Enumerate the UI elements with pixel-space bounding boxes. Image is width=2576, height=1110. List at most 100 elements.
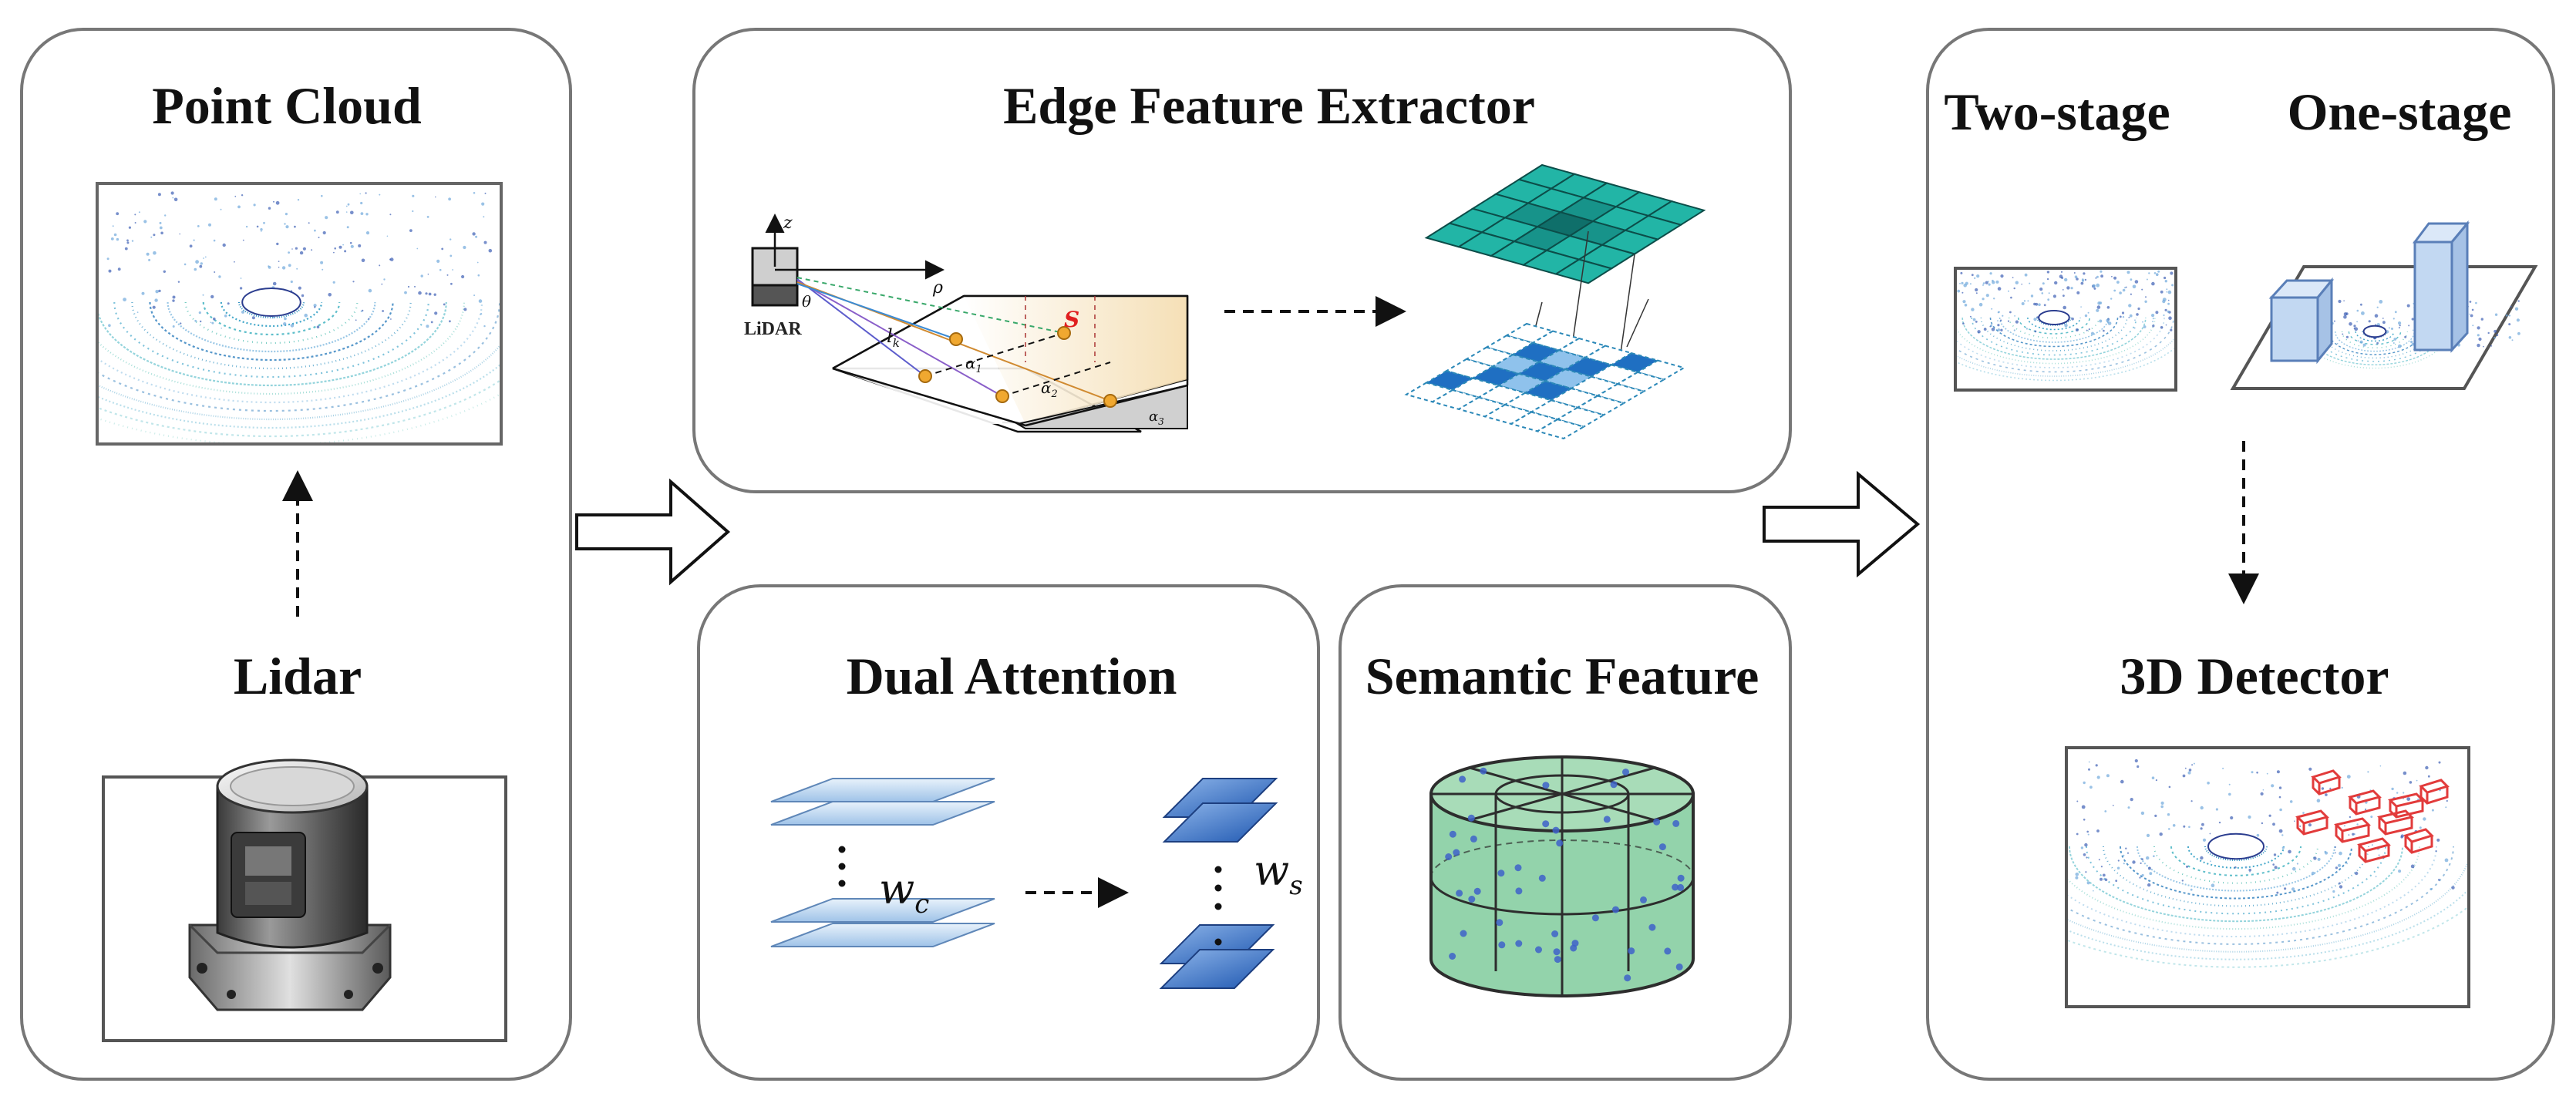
- cloud-point: [220, 208, 222, 210]
- cloud-point: [2090, 331, 2095, 335]
- cloud-point: [476, 261, 479, 264]
- cloud-point: [2104, 878, 2108, 882]
- cloud-point: [172, 299, 175, 302]
- cloud-point: [2096, 308, 2100, 312]
- cloud-point: [2099, 319, 2103, 323]
- semantic-point: [1460, 930, 1467, 937]
- cloud-point: [272, 316, 274, 319]
- cloud-point: [390, 318, 392, 320]
- cloud-point: [237, 205, 241, 209]
- cloud-point: [2064, 278, 2068, 282]
- cloud-scan-ring: [113, 301, 429, 378]
- cloud-point: [2201, 822, 2204, 826]
- cloud-point: [110, 237, 114, 240]
- cloud-point: [2048, 292, 2050, 294]
- cloud-point: [2167, 290, 2172, 294]
- cloud-point: [2151, 776, 2155, 779]
- semantic-point: [1677, 883, 1685, 891]
- cloud-point: [2141, 858, 2143, 860]
- cloud-point: [2071, 317, 2074, 321]
- cloud-point: [2186, 865, 2188, 868]
- theta-label: θ: [802, 292, 811, 311]
- cloud-point: [2376, 341, 2379, 345]
- cloud-point: [208, 223, 211, 227]
- cloud-point: [2183, 825, 2186, 828]
- semantic-point: [1470, 835, 1477, 843]
- cloud-point: [2095, 764, 2098, 767]
- cloud-point: [296, 267, 298, 270]
- cloud-point: [1961, 291, 1964, 294]
- cloud-point: [2393, 338, 2397, 341]
- cloud-point: [1989, 272, 1992, 275]
- semantic-point: [1515, 940, 1523, 947]
- cloud-point: [195, 260, 199, 264]
- cloud-point: [278, 261, 280, 262]
- edge-feature-title: Edge Feature Extractor: [1003, 76, 1535, 135]
- cloud-point: [2386, 338, 2389, 339]
- cloud-point: [2012, 277, 2014, 278]
- cloud-point: [2075, 876, 2079, 880]
- semantic-point: [1498, 941, 1506, 949]
- cloud-point: [204, 256, 207, 258]
- cloud-point: [2160, 290, 2164, 294]
- cloud-point: [2047, 298, 2050, 301]
- semantic-point: [1456, 890, 1463, 897]
- cloud-point: [276, 242, 279, 246]
- cloud-point: [2083, 272, 2086, 275]
- cloud-point: [316, 325, 320, 329]
- flow-arrow-left: [575, 478, 731, 586]
- cloud-point: [172, 197, 174, 199]
- semantic-point: [1551, 930, 1559, 937]
- cloud-point: [134, 214, 136, 216]
- cloud-point: [2092, 284, 2096, 288]
- cloud-point: [256, 225, 259, 228]
- cloud-point: [221, 328, 223, 329]
- cloud-point: [172, 295, 176, 299]
- cloud-point: [2404, 335, 2407, 338]
- cloud-point: [2062, 289, 2064, 291]
- cloud-point: [333, 251, 335, 254]
- alpha-3-label: α3: [1149, 409, 1164, 427]
- cloud-point: [2335, 846, 2336, 848]
- semantic-point: [1677, 874, 1685, 882]
- cloud-point: [2073, 272, 2076, 274]
- semantic-point: [1672, 883, 1679, 891]
- cloud-scan-ring: [1999, 317, 2110, 343]
- cloud-point: [355, 319, 357, 321]
- cloud-point: [360, 201, 363, 205]
- cloud-point: [2147, 883, 2151, 887]
- cloud-point: [2228, 783, 2231, 785]
- cloud-point: [446, 274, 449, 276]
- detection-box: [2348, 789, 2382, 816]
- semantic-point: [1449, 830, 1456, 838]
- cloud-point: [251, 316, 255, 320]
- cloud-point: [200, 262, 203, 265]
- cloud-point: [484, 192, 487, 194]
- cloud-point: [112, 225, 114, 227]
- semantic-point: [1538, 874, 1546, 882]
- cloud-point: [1982, 282, 1985, 284]
- cloud-point: [1985, 294, 1989, 298]
- cloud-point: [1982, 284, 1984, 286]
- cloud-point: [1997, 328, 2001, 331]
- cloud-point: [291, 248, 293, 250]
- cloud-point: [1997, 287, 2002, 291]
- cloud-point: [2260, 792, 2264, 796]
- cloud-point: [2046, 278, 2049, 281]
- cloud-point: [2367, 771, 2369, 773]
- cloud-point: [2081, 805, 2086, 809]
- cloud-point: [2207, 782, 2210, 785]
- cloud-point: [2041, 292, 2044, 294]
- cloud-point: [2096, 305, 2101, 309]
- cloud-point: [2152, 325, 2155, 328]
- cloud-point: [213, 317, 216, 321]
- point-cloud-title: Point Cloud: [152, 76, 422, 135]
- cloud-point: [2100, 274, 2104, 278]
- cloud-point: [184, 263, 187, 266]
- cloud-point: [2410, 340, 2413, 344]
- cloud-point: [2517, 300, 2520, 302]
- cloud-point: [2074, 275, 2078, 279]
- cloud-point: [2145, 296, 2147, 298]
- cloud-point: [365, 213, 369, 216]
- cloud-point: [2496, 334, 2499, 336]
